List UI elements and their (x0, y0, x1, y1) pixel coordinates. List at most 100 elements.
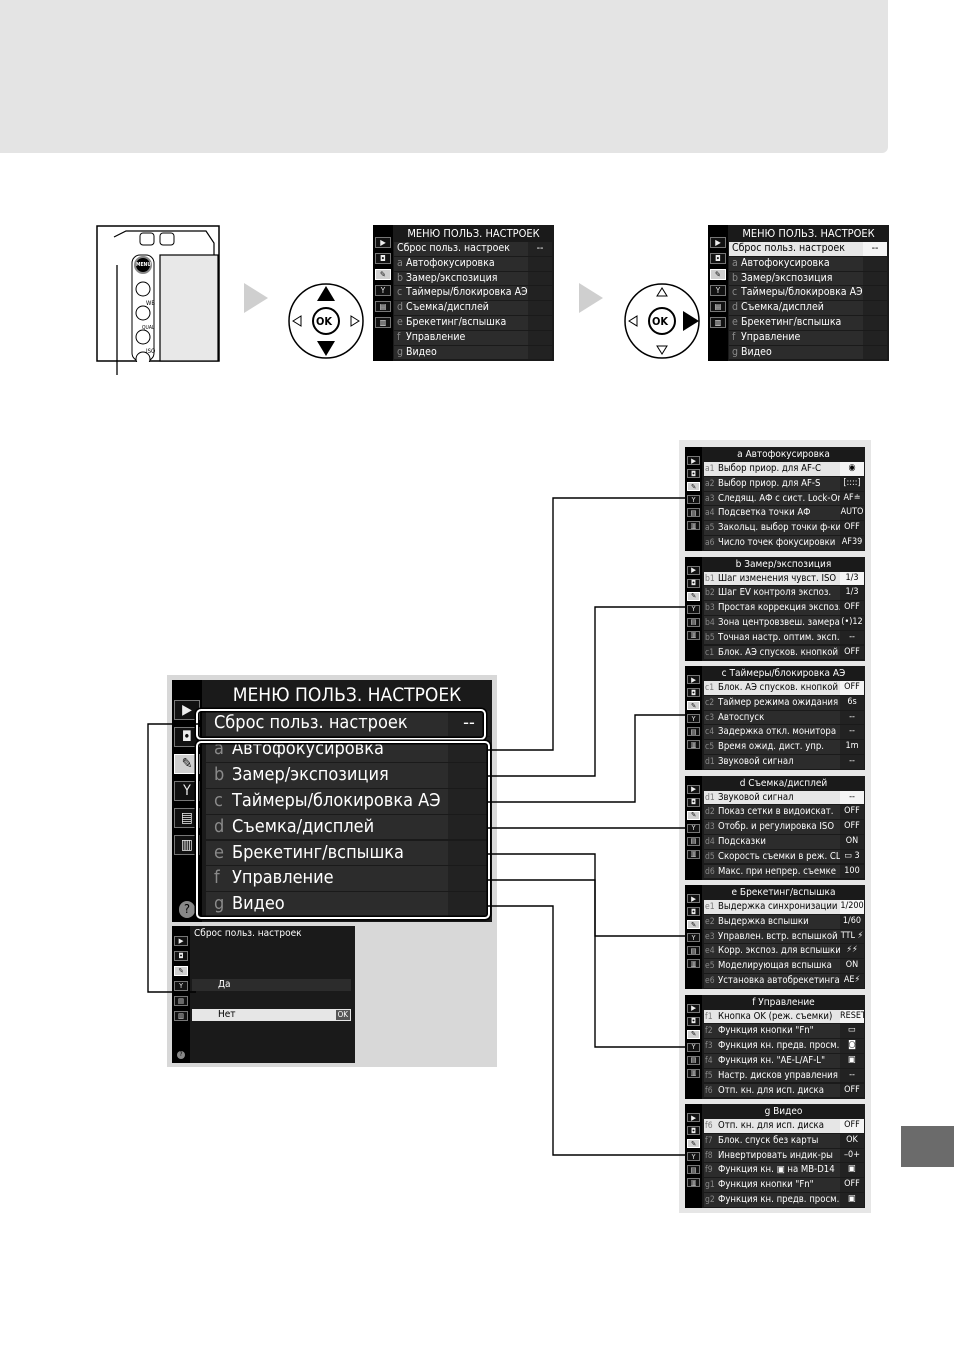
recent-settings-icon[interactable]: ▥ (174, 1011, 188, 1021)
shooting-menu-icon[interactable]: ◘ (174, 951, 188, 961)
recent-settings-icon[interactable]: ▥ (687, 740, 700, 749)
shooting-menu-icon[interactable]: ◘ (710, 253, 726, 264)
retouch-menu-icon[interactable]: ▤ (710, 301, 726, 312)
custom-settings-icon[interactable]: ✎ (687, 591, 700, 601)
custom-settings-icon[interactable]: ✎ (687, 810, 700, 820)
setup-menu-icon[interactable]: Y (687, 1152, 700, 1161)
custom-settings-icon[interactable]: ✎ (687, 1029, 700, 1039)
playback-menu-icon[interactable]: ▶ (174, 700, 200, 720)
setup-menu-icon[interactable]: Y (687, 604, 700, 614)
custom-settings-icon[interactable]: ✎ (710, 269, 726, 280)
playback-menu-icon[interactable]: ▶ (687, 894, 700, 903)
menu-button-label[interactable]: MENU (136, 262, 151, 268)
custom-settings-icon[interactable]: ✎ (375, 269, 391, 280)
retouch-menu-icon[interactable]: ▤ (687, 1055, 700, 1065)
setup-menu-icon[interactable]: Y (687, 495, 700, 504)
shooting-menu-icon[interactable]: ◘ (687, 797, 700, 807)
retouch-menu-icon[interactable]: ▤ (687, 946, 700, 955)
playback-menu-icon[interactable]: ▶ (687, 1003, 700, 1013)
retouch-menu-icon[interactable]: ▤ (174, 996, 188, 1006)
playback-menu-icon[interactable]: ▶ (375, 237, 391, 248)
recent-settings-icon[interactable]: ▥ (710, 317, 726, 328)
recent-settings-icon[interactable]: ▥ (375, 317, 391, 328)
retouch-menu-icon[interactable]: ▤ (687, 508, 700, 517)
shooting-menu-icon[interactable]: ◘ (687, 907, 700, 916)
playback-menu-icon[interactable]: ▶ (687, 675, 700, 684)
shooting-menu-icon[interactable]: ◘ (687, 469, 700, 478)
custom-settings-icon[interactable]: ✎ (174, 966, 188, 976)
retouch-menu-icon[interactable]: ▤ (687, 836, 700, 846)
custom-settings-icon[interactable]: ✎ (687, 701, 700, 710)
retouch-menu-icon[interactable]: ▤ (687, 1165, 700, 1174)
setup-menu-icon[interactable]: Y (687, 823, 700, 833)
custom-settings-icon[interactable]: ✎ (687, 920, 700, 929)
custom-settings-icon[interactable]: ✎ (687, 482, 700, 491)
playback-menu-icon[interactable]: ▶ (687, 784, 700, 794)
setup-menu-icon[interactable]: Y (687, 714, 700, 723)
recent-settings-icon[interactable]: ▥ (687, 1068, 700, 1078)
shooting-menu-icon[interactable]: ◘ (687, 688, 700, 697)
shooting-menu-icon[interactable]: ◘ (687, 1016, 700, 1026)
recent-settings-icon[interactable]: ▥ (687, 959, 700, 968)
shooting-menu-icon[interactable]: ◘ (687, 578, 700, 588)
reset-custom-settings-item[interactable]: Сброс польз. настроек-- (394, 242, 552, 256)
setup-menu-icon[interactable]: Y (687, 1042, 700, 1052)
retouch-menu-icon[interactable]: ▤ (687, 727, 700, 736)
reset-custom-settings-item[interactable]: Сброс польз. настроек-- (729, 242, 887, 256)
playback-menu-icon[interactable]: ▶ (687, 1113, 700, 1122)
shooting-menu-icon[interactable]: ◘ (687, 1126, 700, 1135)
setup-menu-icon[interactable]: Y (375, 285, 391, 296)
